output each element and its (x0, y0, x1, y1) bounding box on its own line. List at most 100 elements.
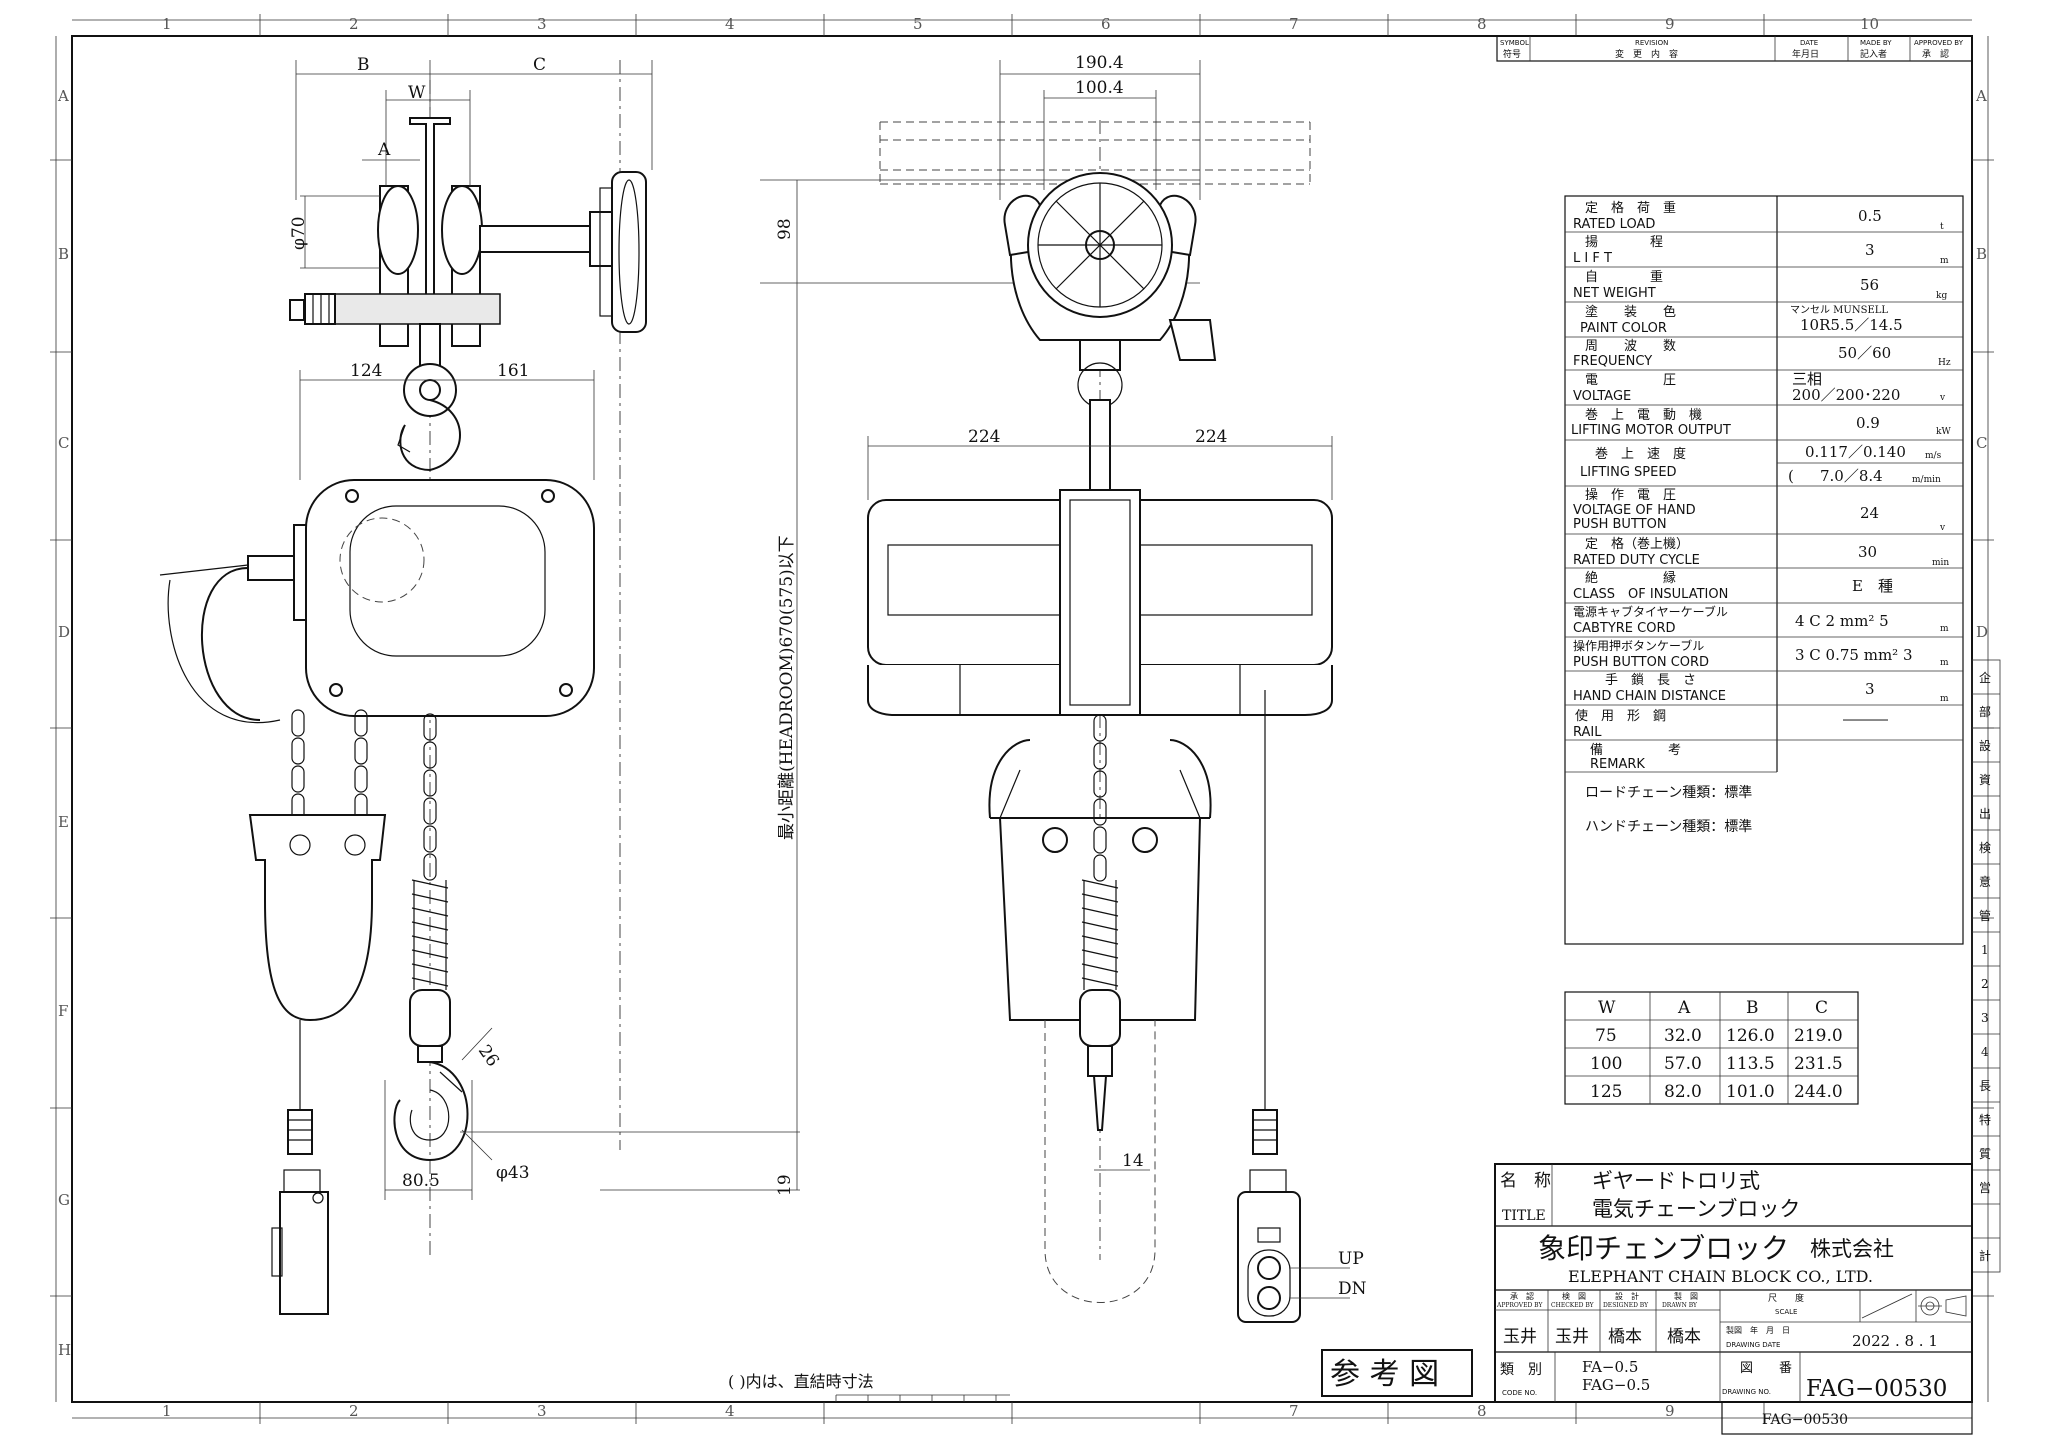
title-name-label: 名 称 (1500, 1171, 1551, 1191)
dim-table-cell: 125 (1590, 1082, 1622, 1102)
dim-table-cell: 101.0 (1726, 1082, 1775, 1102)
spec-label-en: L I F T (1573, 251, 1612, 266)
spec-label-en: VOLTAGE OF HAND (1573, 503, 1696, 518)
spec-label-en: VOLTAGE (1573, 389, 1631, 404)
dim-table-cell: 100 (1590, 1054, 1622, 1074)
dim-A: A (377, 140, 391, 160)
grid-col-7-bottom: 7 (1289, 1402, 1299, 1420)
dim-table-cell: 57.0 (1664, 1054, 1702, 1074)
grid-col-8-bottom: 8 (1477, 1402, 1487, 1420)
spec-row-frequency: 周 波 数 FREQUENCY 50／60 Hz (1573, 339, 1951, 369)
grid-row-A-right: A (1975, 87, 1987, 105)
spec-label-jp: 定 格 荷 重 (1585, 200, 1676, 216)
grid-col-4-bottom: 4 (725, 1402, 735, 1420)
spec-row-cabtyre-cord: 電源キャブタイヤーケーブル CABTYRE CORD 4 C 2 mm² 5 m (1573, 604, 1949, 636)
dim-W: W (408, 83, 426, 103)
grid-col-6: 6 (1101, 15, 1111, 33)
dim-table-header-A: A (1677, 998, 1691, 1018)
drawing-date-value: 2022 . 8 . 1 (1852, 1332, 1938, 1350)
stamp-2: 設 (1979, 738, 1991, 753)
spec-label-jp: 定 格（巻上機） (1585, 536, 1689, 552)
spec-value-top-unit: m/s (1925, 451, 1942, 461)
dim-table-cell: 82.0 (1664, 1082, 1702, 1102)
role-jp-approved: 承 認 (1510, 1291, 1534, 1301)
spec-label-en: HAND CHAIN DISTANCE (1573, 689, 1726, 704)
spec-value: 3 (1865, 680, 1875, 698)
spec-label-en: PAINT COLOR (1580, 321, 1667, 336)
grid-col-8: 8 (1477, 15, 1487, 33)
grid-row-C: C (58, 434, 69, 452)
dim-B: B (357, 55, 370, 75)
spec-label-jp: 周 波 数 (1585, 339, 1676, 354)
label-up: UP (1338, 1249, 1364, 1269)
spec-table: 定 格 荷 重 RATED LOAD 0.5 t 揚 程 L I F T 3 m… (1564, 195, 1964, 945)
role-en-checked: CHECKED BY (1551, 1302, 1595, 1309)
grid-col-3-bottom: 3 (537, 1402, 547, 1420)
spec-row-push-button-cord: 操作用押ボタンケーブル PUSH BUTTON CORD 3 C 0.75 mm… (1573, 638, 1949, 670)
remark-load-chain: ロードチェーン種類：標準 (1585, 785, 1752, 801)
rev-made-jp: 記入者 (1860, 48, 1887, 60)
rev-date-jp: 年月日 (1792, 48, 1819, 60)
grid-col-4: 4 (725, 15, 735, 33)
stamp-9: 2 (1981, 977, 1989, 991)
title-line-2: 電気チェーンブロック (1592, 1197, 1800, 1221)
dim-26: 26 (474, 1041, 503, 1070)
spec-value: 4 C 2 mm² 5 (1795, 612, 1889, 630)
role-en-drawn: DRAWN BY (1662, 1302, 1698, 1309)
company-name-jp: 象印チェンブロック (1538, 1232, 1789, 1265)
grid-row-D-right: D (1976, 623, 1988, 641)
spec-label-en2: PUSH BUTTON (1573, 517, 1667, 532)
third-angle-projection-icon (1918, 1295, 1967, 1317)
dim-190-4: 190.4 (1075, 53, 1124, 73)
spec-unit: kg (1936, 291, 1947, 301)
spec-row-rated-duty-cycle: 定 格（巻上機） RATED DUTY CYCLE 30 min (1573, 536, 1949, 568)
dim-100-4: 100.4 (1075, 78, 1124, 98)
spec-label-jp: 揚 程 (1585, 234, 1663, 250)
dim-table-header-C: C (1815, 998, 1828, 1018)
spec-unit: m (1940, 694, 1949, 704)
rev-symbol-jp: 符号 (1503, 48, 1521, 60)
front-view-dimensions: 190.4 100.4 224 224 14 UP DN (867, 53, 1367, 1299)
spec-value-top: マンセル MUNSELL (1790, 304, 1888, 316)
spec-value-top: 三相 (1792, 370, 1822, 388)
grid-row-H: H (58, 1341, 71, 1359)
drawing-number-small: FAG−00530 (1762, 1412, 1848, 1428)
code-2: FAG−0.5 (1582, 1376, 1650, 1394)
company-name-en: ELEPHANT CHAIN BLOCK CO., LTD. (1568, 1267, 1873, 1286)
dim-table-cell: 75 (1595, 1026, 1617, 1046)
dim-table-cell: 113.5 (1726, 1054, 1775, 1074)
spec-label-en: CLASS OF INSULATION (1573, 587, 1728, 602)
spec-value-top: 0.117／0.140 (1805, 443, 1906, 461)
spec-unit: kW (1936, 427, 1951, 437)
spec-bracket: ( (1788, 467, 1794, 485)
stamp-6: 意 (1979, 874, 1991, 889)
grid-col-1-bottom: 1 (162, 1402, 172, 1420)
grid-col-2-bottom: 2 (349, 1402, 359, 1420)
spec-label-jp: 電 圧 (1585, 373, 1676, 388)
rev-approved-jp: 承 認 (1922, 48, 1949, 60)
spec-row-rated-load: 定 格 荷 重 RATED LOAD 0.5 t (1573, 200, 1944, 232)
category-label: 類 別 (1500, 1362, 1542, 1378)
dim-224-left: 224 (968, 427, 1000, 447)
spec-value: 30 (1858, 543, 1877, 561)
dim-table-cell: 219.0 (1794, 1026, 1843, 1046)
code-1: FA−0.5 (1582, 1358, 1638, 1376)
spec-row-rail: 使 用 形 鋼 RAIL ――― (1573, 708, 1888, 740)
spec-row-remark: 備 考 REMARK (1590, 742, 1681, 772)
spec-unit: m/min (1912, 475, 1941, 485)
rev-revision-en: REVISION (1635, 39, 1668, 47)
spec-label-en: RAIL (1573, 725, 1602, 740)
spec-value: 7.0／8.4 (1820, 467, 1883, 485)
spec-row-lift: 揚 程 L I F T 3 m (1573, 234, 1949, 266)
spec-label-en: LIFTING MOTOR OUTPUT (1571, 423, 1731, 438)
dim-19: 19 (775, 1174, 795, 1196)
drawing-no-label-jp: 図 番 (1740, 1361, 1792, 1376)
spec-label-jp: 自 重 (1585, 269, 1663, 285)
spec-row-hand-chain-distance: 手 鎖 長 さ HAND CHAIN DISTANCE 3 m (1573, 672, 1949, 704)
spec-label-en: FREQUENCY (1573, 354, 1652, 369)
revision-header: SYMBOL 符号 REVISION 変 更 内 容 DATE 年月日 MADE… (1496, 35, 1973, 62)
dim-224-right: 224 (1195, 427, 1227, 447)
stamp-12: 長 (1979, 1079, 1991, 1093)
spec-label-en: LIFTING SPEED (1580, 465, 1677, 480)
rev-made-en: MADE BY (1860, 39, 1892, 47)
